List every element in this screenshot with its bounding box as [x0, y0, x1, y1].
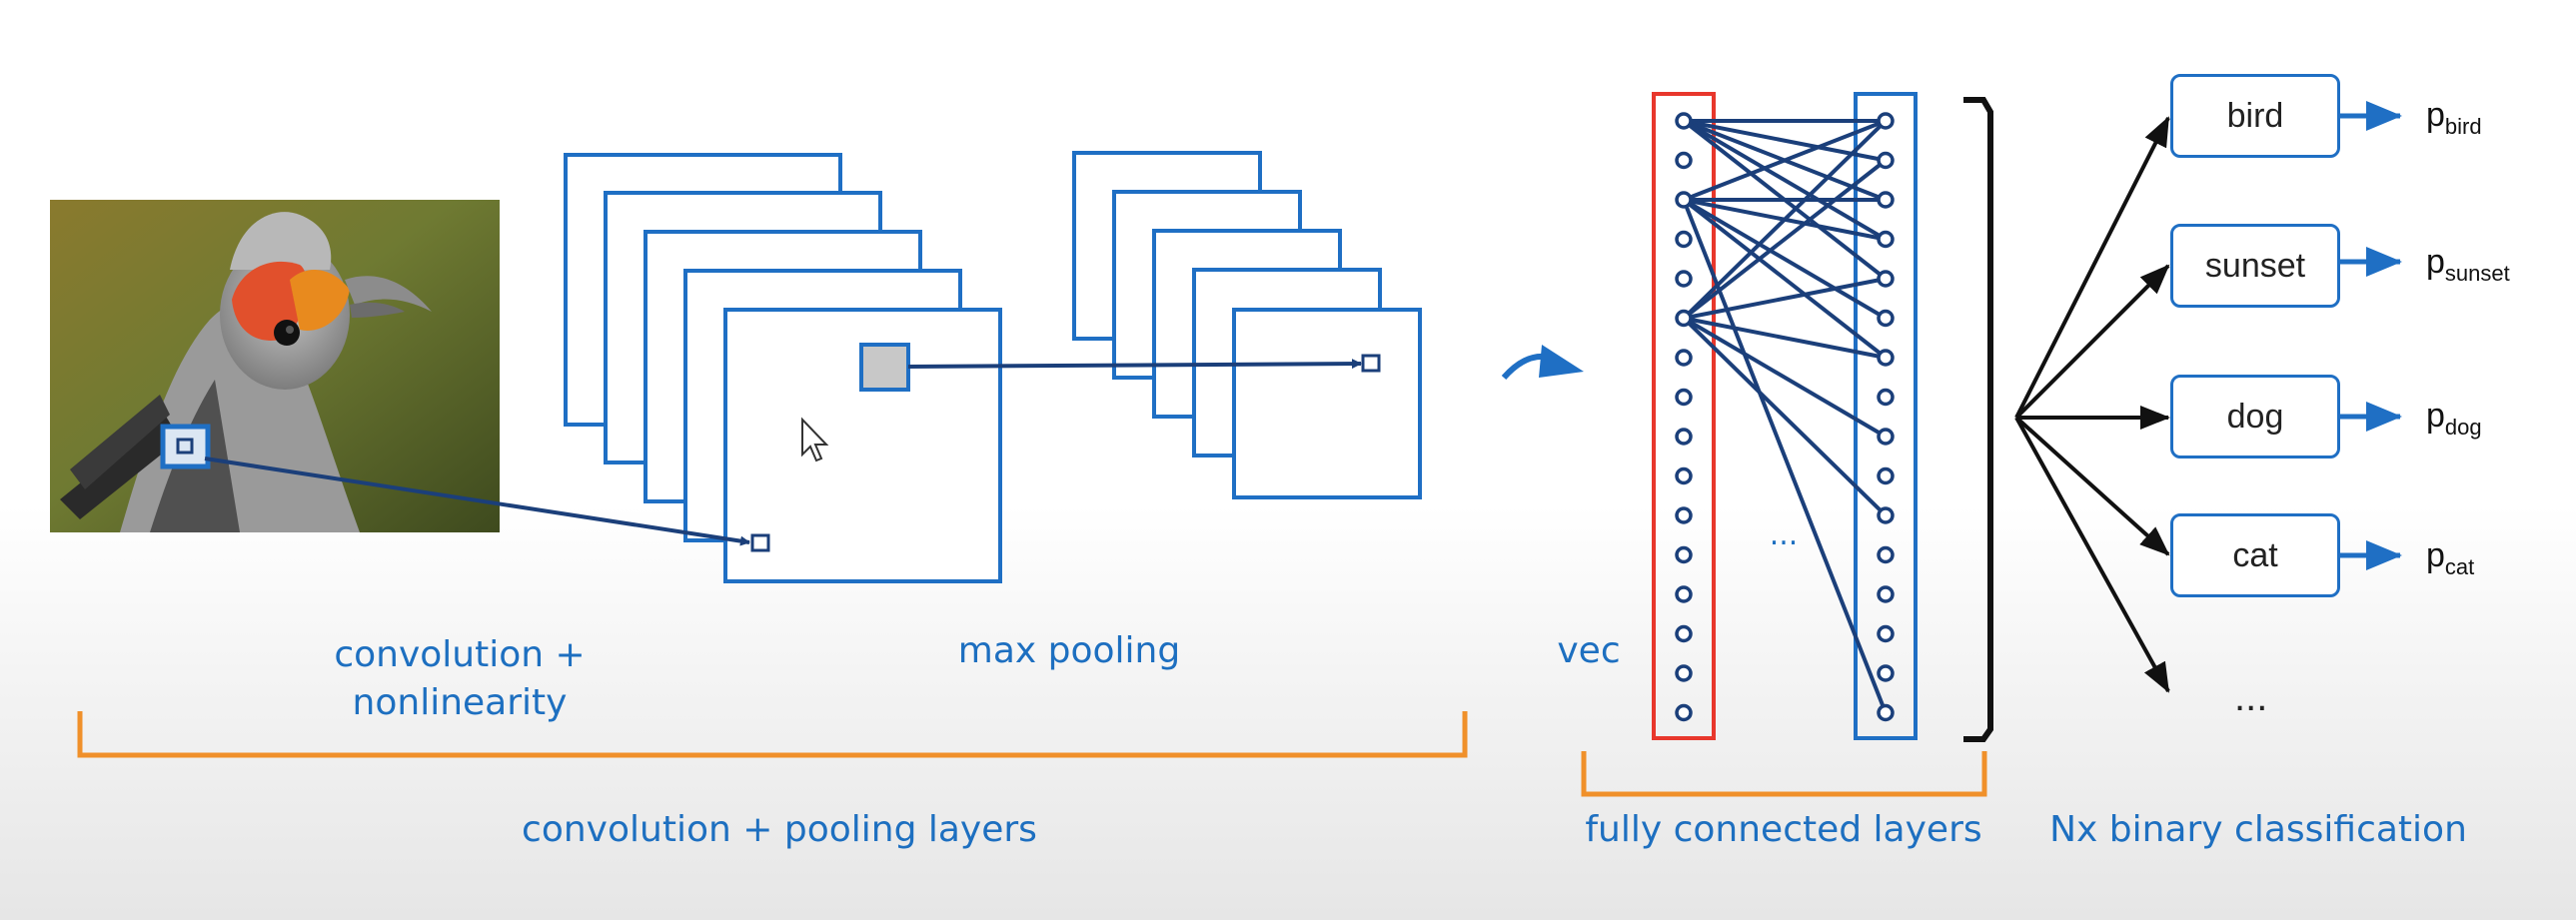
fc-connection [1682, 158, 1888, 321]
neuron-node [1877, 664, 1895, 682]
fc-connection [1682, 199, 1888, 714]
receptive-field-box [160, 424, 211, 469]
neuron-node [1877, 545, 1895, 564]
fc-connection [1682, 198, 1888, 321]
neuron-node [1675, 506, 1693, 524]
prob-subscript: cat [2444, 554, 2475, 579]
neuron-node [1877, 703, 1895, 722]
conv-pooling-bracket [77, 711, 1468, 758]
class-box-sunset: sunset [2170, 224, 2340, 308]
neuron-node [1877, 151, 1895, 170]
prob-bird: pbird [2426, 96, 2482, 140]
neuron-node [1877, 624, 1895, 643]
neuron-node [1675, 191, 1693, 209]
class-box-dog: dog [2170, 375, 2340, 459]
conv-pooling-layers-label: convolution + pooling layers [522, 809, 1037, 850]
fully-connected-label: fully connected layers [1585, 809, 1982, 850]
classifier-arrows [2014, 116, 2170, 693]
fc-bracket [1581, 751, 1987, 797]
neuron-node [1675, 585, 1693, 603]
neuron-node [1675, 349, 1693, 367]
neuron-node [1877, 230, 1895, 249]
neuron-node [1675, 309, 1693, 328]
hidden-layer [1854, 92, 1918, 740]
mouse-cursor-icon [801, 417, 829, 462]
neuron-node [1877, 191, 1895, 209]
classifier-bracket [1963, 97, 1993, 742]
neuron-node [1877, 309, 1895, 328]
nonlinearity-label: nonlinearity [352, 682, 568, 723]
receptive-field-center [176, 438, 194, 455]
prob-sunset: psunset [2426, 243, 2510, 287]
neuron-node [1675, 703, 1693, 722]
fc-connection [1682, 198, 1888, 360]
neuron-node [1675, 388, 1693, 407]
hidden-ellipsis: ... [1769, 517, 1799, 552]
class-box-cat: cat [2170, 513, 2340, 597]
neuron-node [1675, 545, 1693, 564]
fc-connection [1682, 316, 1888, 439]
conv-arrow [204, 457, 750, 546]
neuron-node [1877, 112, 1895, 130]
class-ellipsis: ... [2234, 675, 2268, 719]
neuron-node [1675, 466, 1693, 485]
neuron-node [1877, 270, 1895, 288]
fc-connection [1683, 316, 1887, 360]
conv-output-cell [750, 533, 770, 552]
neuron-node [1675, 664, 1693, 682]
prob-symbol: p [2426, 243, 2445, 281]
neuron-node [1877, 466, 1895, 485]
neuron-node [1877, 388, 1895, 407]
neuron-node [1877, 506, 1895, 524]
pooling-window [859, 343, 910, 392]
prob-dog: pdog [2426, 397, 2482, 441]
vec-nodes [1675, 112, 1693, 722]
neuron-node [1675, 230, 1693, 249]
fc-connection [1682, 317, 1888, 517]
output-arrows [2340, 101, 2402, 570]
neuron-node [1675, 270, 1693, 288]
prob-cat: pcat [2426, 536, 2474, 580]
neuron-node [1675, 428, 1693, 446]
bird-photo [50, 200, 500, 532]
prob-symbol: p [2426, 96, 2445, 134]
vec-label: vec [1557, 630, 1621, 671]
prob-subscript: sunset [2444, 261, 2510, 286]
hidden-nodes [1877, 112, 1895, 722]
prob-subscript: dog [2444, 415, 2482, 440]
neuron-node [1675, 624, 1693, 643]
convolution-label: convolution + [334, 634, 586, 675]
pooled-output-cell [1361, 354, 1381, 373]
prob-symbol: p [2426, 536, 2445, 574]
max-pooling-label: max pooling [957, 630, 1181, 671]
neuron-node [1675, 112, 1693, 130]
curved-arrow-icon [1501, 345, 1584, 381]
pooled-feature-maps [1072, 151, 1422, 499]
binary-classification-label: Nx binary classification [2049, 809, 2467, 850]
neuron-node [1675, 151, 1693, 170]
fc-connection [1682, 119, 1888, 242]
fc-connections [1682, 119, 1888, 714]
prob-subscript: bird [2444, 114, 2482, 139]
fc-connection [1683, 119, 1887, 202]
fc-connection [1683, 277, 1887, 321]
class-box-bird: bird [2170, 74, 2340, 158]
vec-layer [1652, 92, 1716, 740]
neuron-node [1877, 349, 1895, 367]
prob-symbol: p [2426, 397, 2445, 435]
neuron-node [1877, 428, 1895, 446]
pool-arrow [907, 359, 1362, 370]
neuron-node [1877, 585, 1895, 603]
